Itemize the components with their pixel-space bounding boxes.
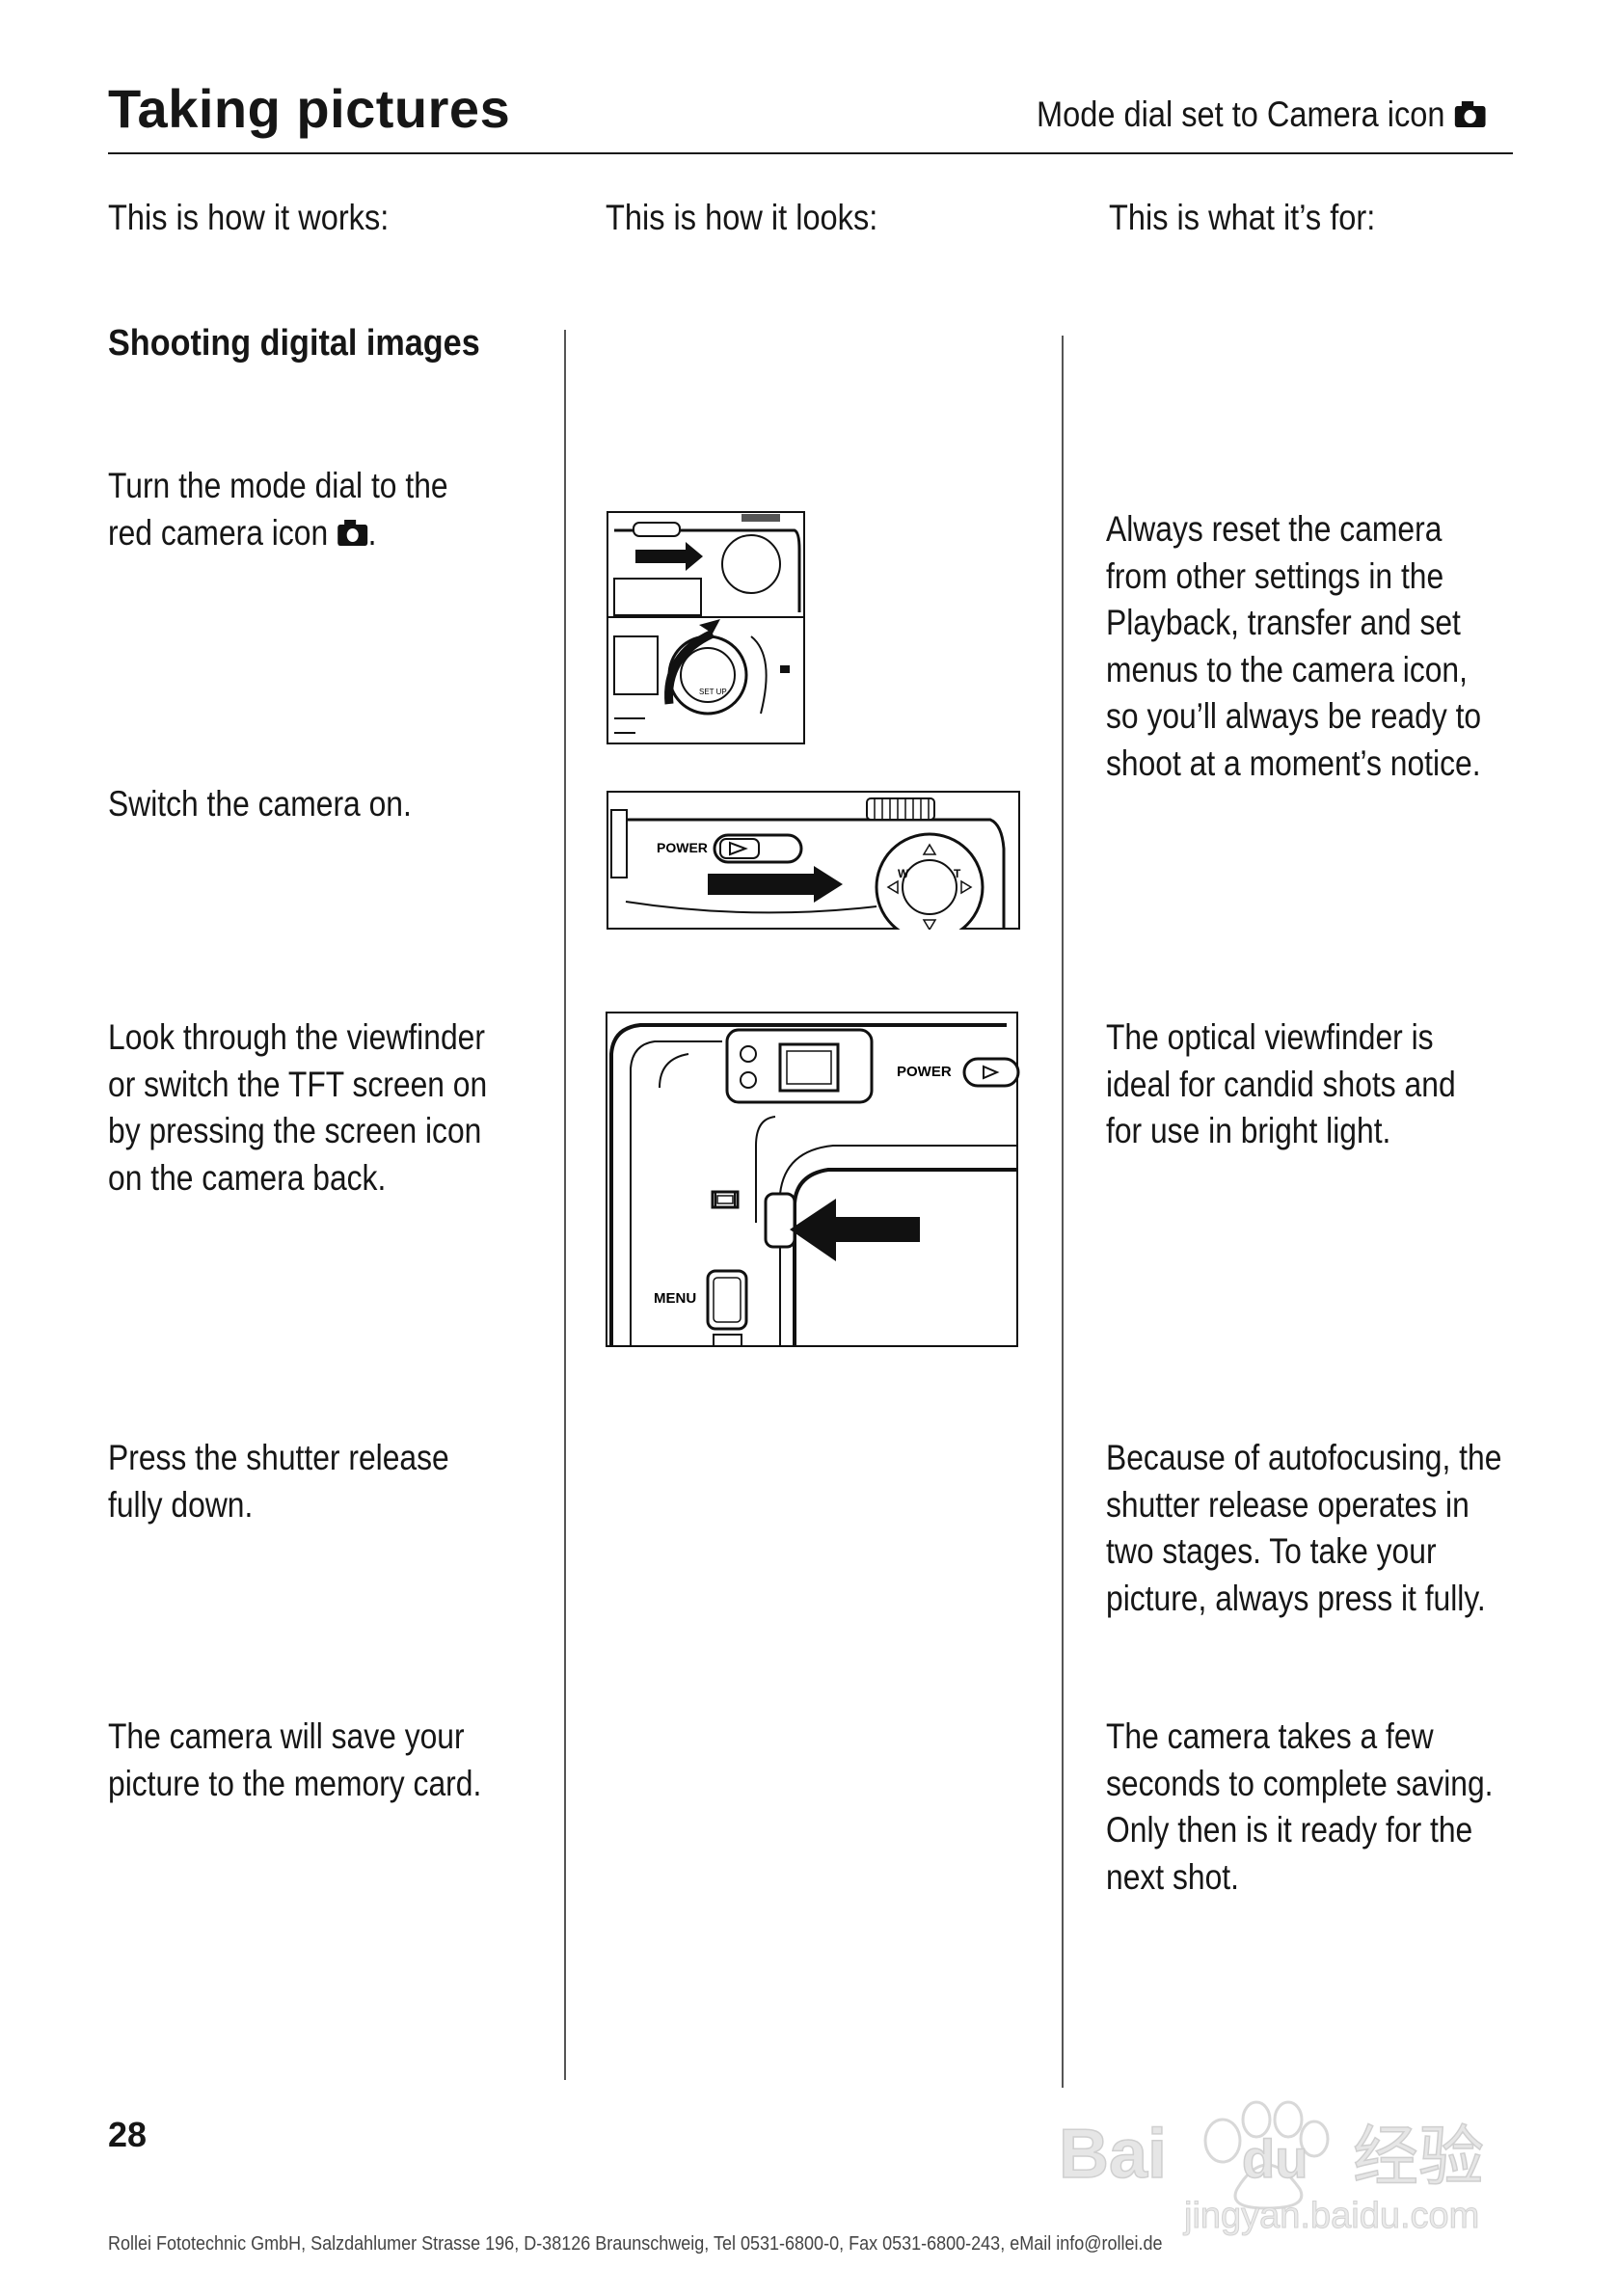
camera-icon	[1454, 101, 1486, 127]
step-5-why: The camera takes a few seconds to comple…	[1106, 1716, 1494, 1897]
watermark-brand: Bai	[1059, 2116, 1167, 2193]
section-title: Shooting digital images	[108, 323, 480, 364]
column-header-for: This is what it’s for:	[1109, 198, 1376, 237]
power-label: POWER	[657, 840, 708, 855]
viewfinder-figure: POWER MENU	[606, 1012, 1020, 1347]
mode-dial-figure: SET UP	[607, 511, 805, 744]
power-switch-figure: POWER W T	[607, 791, 1020, 930]
camera-icon	[337, 519, 367, 546]
column-divider-left	[564, 330, 566, 2080]
menu-label: MENU	[654, 1290, 696, 1307]
step-1-how: Turn the mode dial to the red camera ico…	[108, 466, 448, 553]
watermark-brand-du: du	[1242, 2128, 1308, 2189]
step-3-how: Look through the viewfinder or switch th…	[108, 1017, 488, 1198]
step-5-how: The camera will save your picture to the…	[108, 1716, 482, 1803]
column-header-looks: This is how it looks:	[606, 198, 878, 237]
step-4-how: Press the shutter release fully down.	[108, 1438, 449, 1525]
column-header-works: This is how it works:	[108, 198, 390, 237]
footer-address: Rollei Fototechnic GmbH, Salzdahlumer St…	[108, 2233, 1163, 2255]
step-1-why: Always reset the camera from other setti…	[1106, 509, 1482, 783]
power-label: POWER	[897, 1064, 952, 1080]
zoom-t-label: T	[954, 867, 961, 880]
watermark-cn: 经验	[1353, 2120, 1484, 2196]
step-2-how: Switch the camera on.	[108, 784, 412, 824]
zoom-w-label: W	[898, 867, 909, 880]
step-4-why: Because of autofocusing, the shutter rel…	[1106, 1438, 1502, 1618]
mode-dial-note: Mode dial set to Camera icon	[1037, 95, 1486, 135]
mode-dial-label: Mode dial set to Camera icon	[1037, 95, 1445, 134]
page-number: 28	[108, 2115, 148, 2154]
page-title: Taking pictures	[108, 78, 511, 139]
step-3-why: The optical viewfinder is ideal for cand…	[1106, 1017, 1456, 1150]
baidu-watermark: Bai du 经验 jingyan.baidu.com	[1058, 2100, 1485, 2237]
header-rule	[108, 152, 1513, 154]
column-divider-right	[1062, 336, 1064, 2088]
watermark-url: jingyan.baidu.com	[1183, 2196, 1479, 2236]
setup-label: SET UP	[699, 688, 727, 696]
